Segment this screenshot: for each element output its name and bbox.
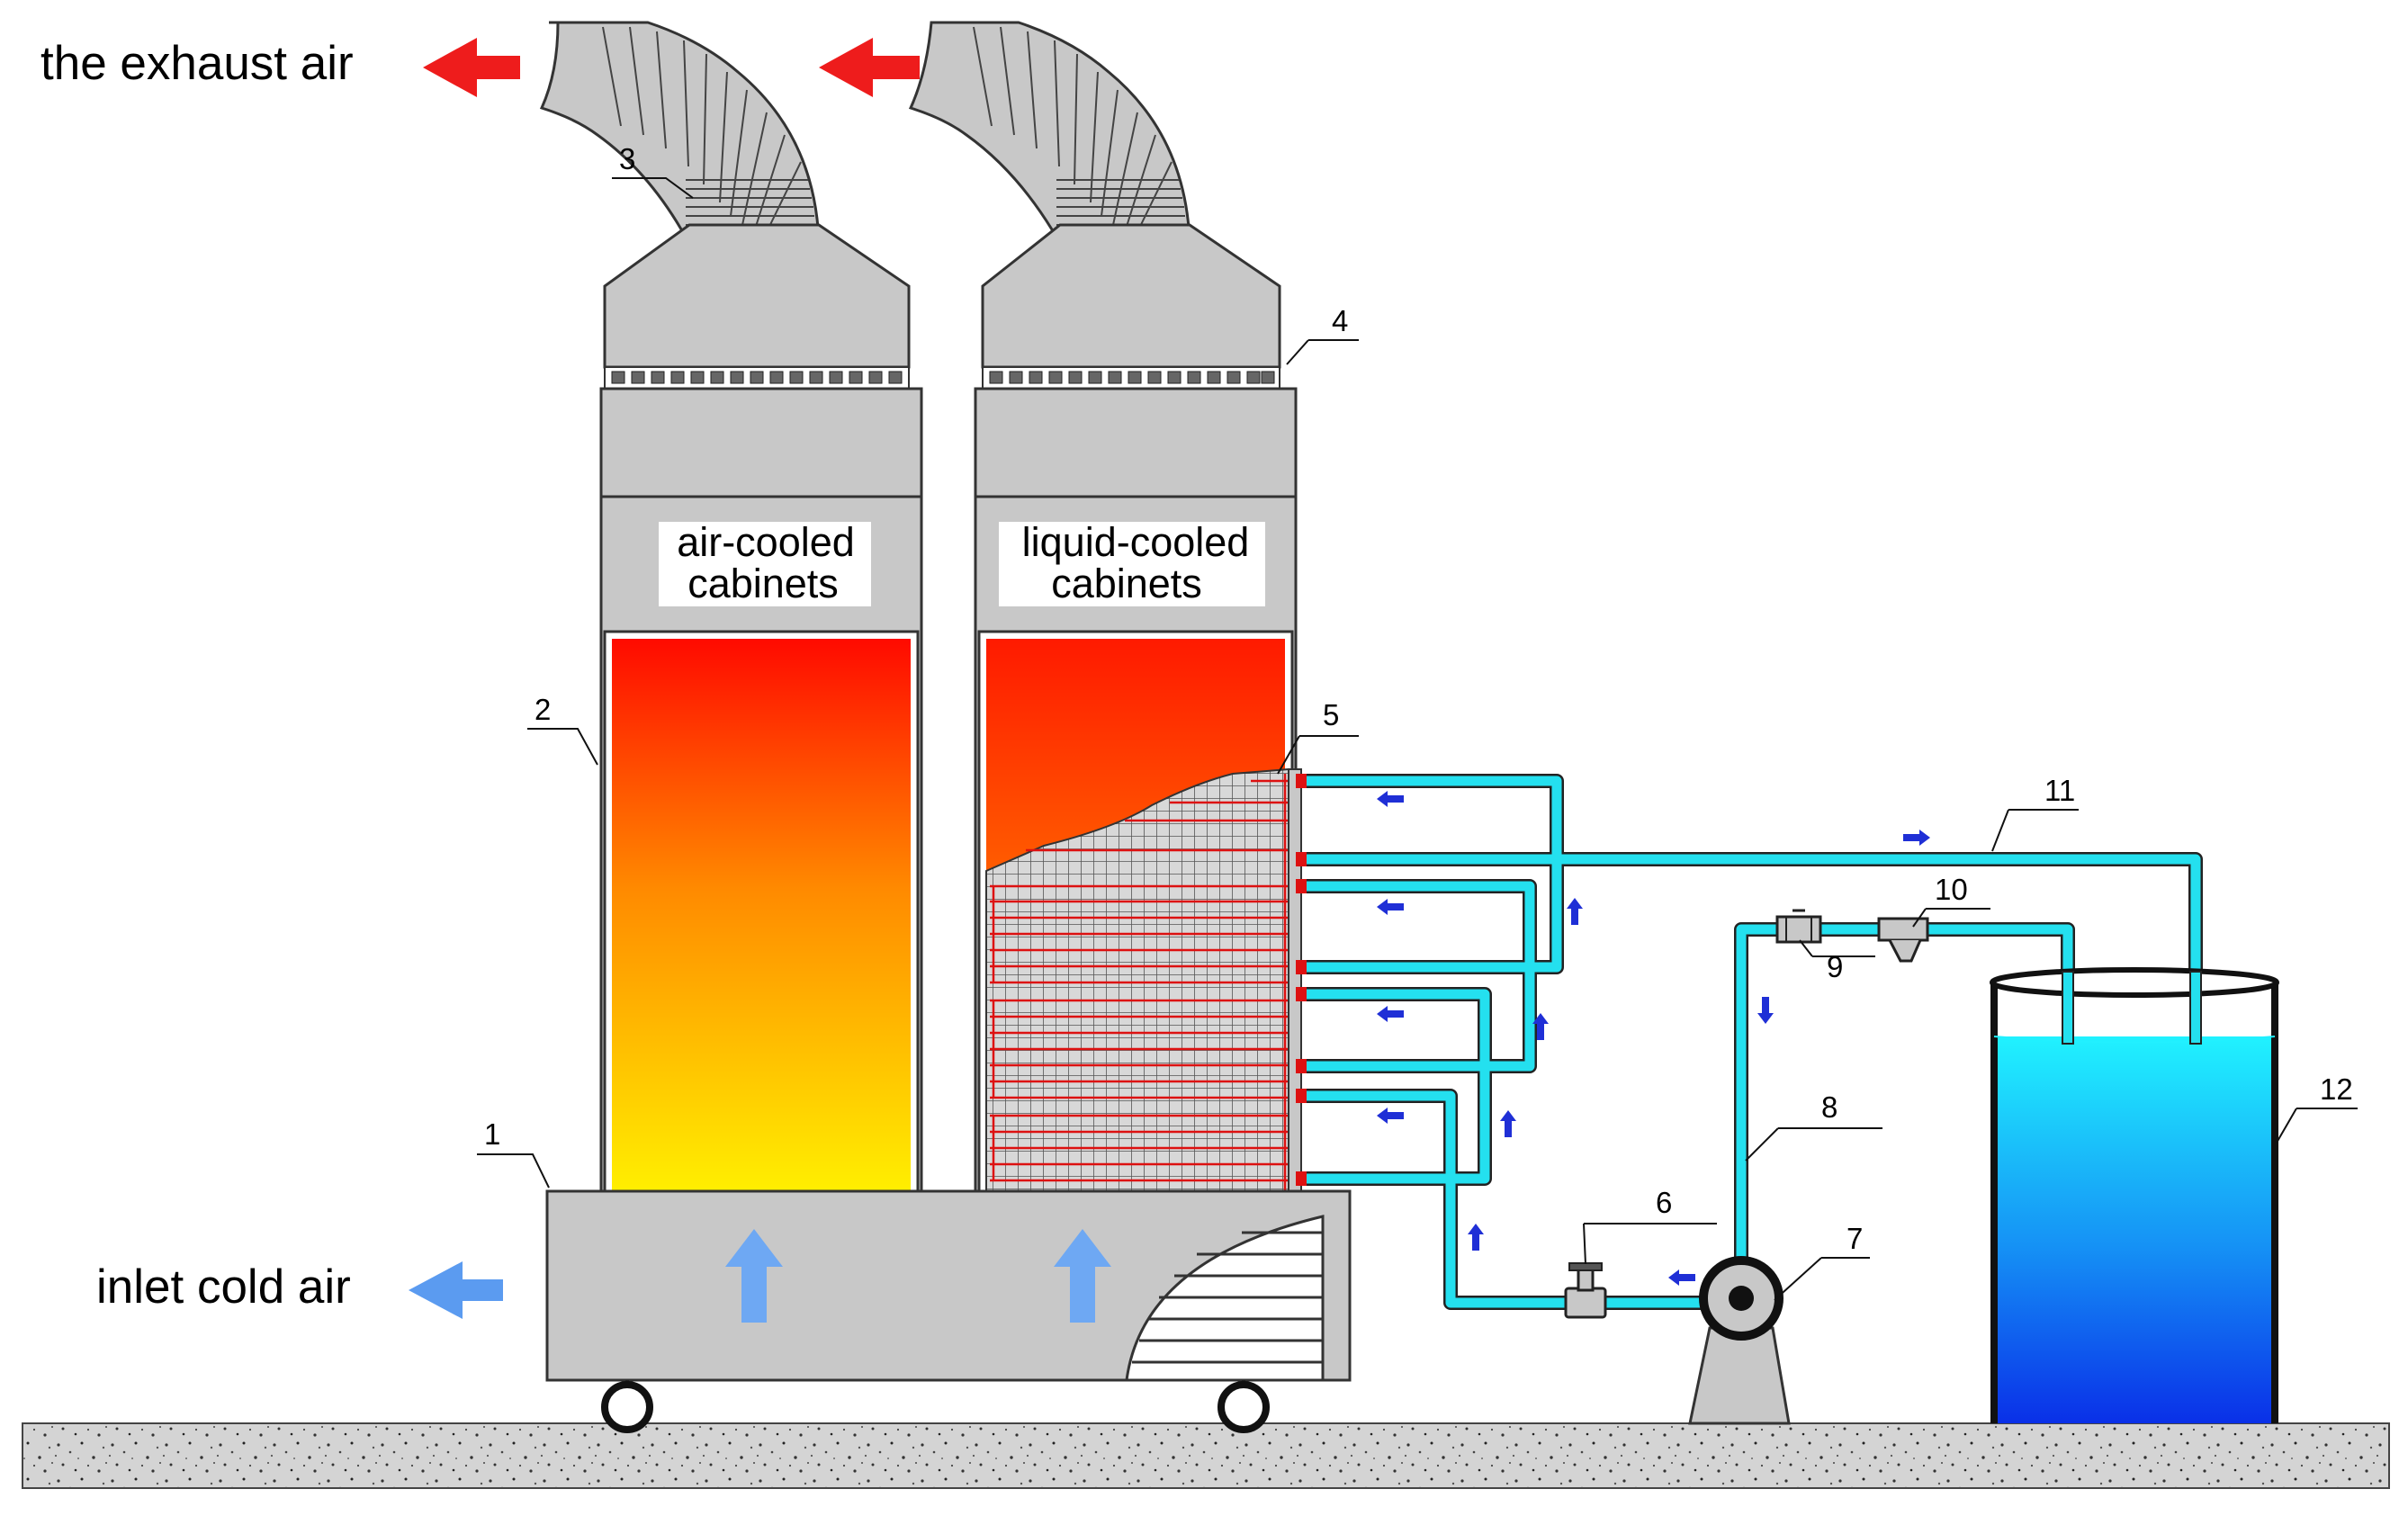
liquid-cooled-label-bg [999, 522, 1265, 606]
liquid-cooled-label-line1: liquid-cooled [1022, 519, 1250, 565]
cabinet-left-upper [599, 387, 923, 498]
callout-2: 2 [535, 693, 551, 726]
callout-7: 7 [1846, 1222, 1863, 1255]
air-cooled-label-line1: air-cooled [677, 519, 855, 565]
air-cooled-label-bg [659, 522, 871, 606]
base-up-arrow-right [1054, 1229, 1111, 1323]
coil-connectors [1296, 774, 1307, 1186]
pump-7 [1688, 1256, 1791, 1425]
callout-12: 12 [2320, 1072, 2353, 1106]
liquid-cooled-label-line2: cabinets [1051, 561, 1202, 606]
wheel-right [1217, 1380, 1270, 1433]
filter-strip-right [982, 366, 1280, 390]
valve-6 [1564, 1262, 1607, 1319]
exhaust-duct-left [539, 21, 821, 243]
exhaust-arrow-right [819, 38, 920, 97]
exhaust-arrow-left [423, 38, 520, 97]
exhaust-air-label: the exhaust air [40, 37, 354, 90]
coil-red-lines [990, 774, 1289, 1195]
hood-right [981, 223, 1281, 369]
callout-3: 3 [619, 142, 635, 175]
callout-1: 1 [484, 1117, 500, 1151]
callout-9: 9 [1827, 950, 1843, 983]
callout-leaders [477, 177, 2358, 1301]
filter-strip-left [604, 366, 910, 390]
strainer-10 [1877, 917, 1929, 963]
inlet-arrow [409, 1261, 503, 1319]
inlet-cold-air-label: inlet cold air [96, 1260, 351, 1314]
callout-6: 6 [1656, 1186, 1672, 1219]
callout-11: 11 [2044, 774, 2075, 807]
ground-floor [22, 1422, 2390, 1489]
check-valve-9 [1775, 909, 1822, 944]
callout-5: 5 [1323, 698, 1339, 731]
cabinet-right-upper [974, 387, 1298, 498]
air-cooled-label-line2: cabinets [687, 561, 839, 606]
wheel-left [601, 1380, 653, 1433]
flow-arrows [1377, 791, 1930, 1286]
base-up-arrow-left [725, 1229, 783, 1323]
water-tank-12 [1990, 967, 2279, 1423]
hood-left [603, 223, 911, 369]
coolant-piping [1301, 774, 2203, 1310]
callout-4: 4 [1332, 304, 1348, 337]
callout-8: 8 [1821, 1090, 1837, 1124]
exhaust-duct-right [908, 21, 1191, 243]
callout-10: 10 [1935, 873, 1968, 906]
